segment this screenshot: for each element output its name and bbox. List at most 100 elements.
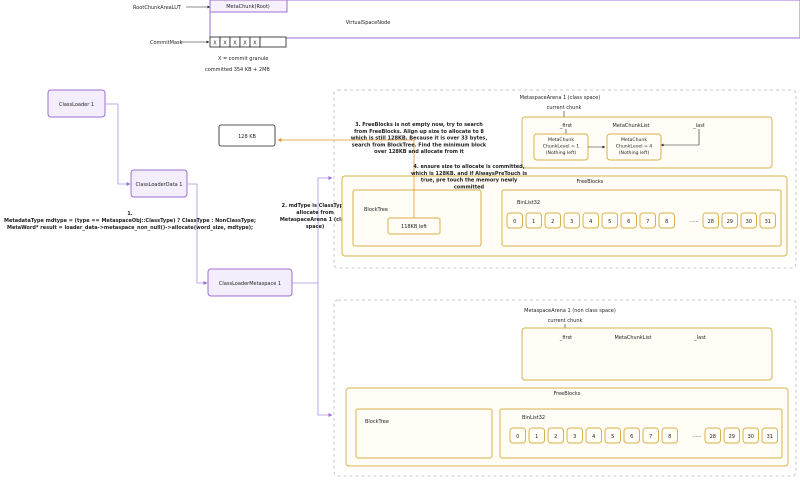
commit-granule-mark: X [243,41,247,47]
last-label: _last [692,123,705,129]
metaspace-to-class-arena-arrow [292,176,333,284]
block-tree-label: BlockTree [364,207,388,213]
arena-nonclass-current-chunk: current chunk [548,318,583,324]
bin-index: 7 [646,219,649,225]
arena-class-title: MetaspaceArena 1 (class space) [520,95,601,101]
bin-index: 31 [767,434,773,440]
bin-index: 3 [573,434,576,440]
bin-index: 0 [516,434,519,440]
virtual-space-section: RootChunkAreaLUT MetaChunk(Root) Virtual… [133,0,800,73]
nonclass-last-label: _last [693,335,706,341]
bin-cell [604,427,621,444]
bin-cell [721,212,738,229]
bin-cell [742,427,759,444]
nonclass-block-tree-label: BlockTree [365,419,389,425]
step3-line: over 128KB and allocate from it [374,149,464,155]
metachunk-level1-line: (Nothing left) [546,150,577,156]
bin-cell [620,212,637,229]
nonclass-metachunk-list-label: MetaChunkList [614,335,651,341]
nonclass-bin-list-box [499,408,783,459]
commit-granule-mark: X [223,41,227,47]
bin-list-label: BinList32 [517,200,540,206]
class-loader-metaspace-label: ClassLoaderMetaspace 1 [219,281,281,287]
bin-index: 0 [513,219,516,225]
commit-empty-cell [259,36,287,48]
bin-index: 8 [668,434,671,440]
bin-index: 28 [710,434,716,440]
bin-index: 30 [748,434,754,440]
loader-to-data-arrow [105,103,131,186]
arena-class-space: MetaspaceArena 1 (class space) current c… [218,89,797,269]
metachunk-level4-box [606,133,662,161]
metachunk-level4-line: MetaChunk [621,137,647,143]
bin-index: 30 [746,219,752,225]
bin-index: 31 [765,219,771,225]
nonclass-bin-list-label: BinList32 [522,415,545,421]
arena-nonclass-title: MetaspaceArena 1 (non class space) [524,308,616,314]
nonclass-first-label: _first [559,335,572,341]
committed-text: committed 354 KB + 2MB [205,67,270,73]
data-to-metaspace-arrow [187,183,208,285]
step3-line: which is still 128KB. Because it is over… [351,136,488,142]
step1-line: MetaWord* result = loader_data->metaspac… [7,225,253,231]
bin-index: 2 [551,219,554,225]
step1-line: 1. [127,211,132,217]
step2-line: allocate from [296,210,333,216]
metachunk-list-label: MetaChunkList [612,123,649,129]
bin-index: 4 [592,434,595,440]
bin-cell [704,427,721,444]
nonclass-block-tree-box [355,408,493,459]
step4-line: true, pre touch the memory newly [421,178,518,184]
bin-cell [661,427,678,444]
step2-line: MetaspaceArena 1 (class [280,217,350,223]
root-chunk-lut-label: RootChunkAreaLUT [133,5,182,11]
bin-cell [658,212,675,229]
class-loader-label: ClassLoader 1 [59,102,94,108]
allocate-result-arrow [277,138,415,218]
metaspace-to-nonclass-arena-arrow [317,283,333,417]
bin-cell [623,427,640,444]
bin-index: 1 [535,434,538,440]
metachunk-level1-line: MetaChunk [548,137,574,143]
bin-cell [566,427,583,444]
result-128kb-label: 128 KB [238,134,256,140]
last-pointer-arrow [660,129,700,147]
bin-cell [740,212,757,229]
bin-index: 5 [608,219,611,225]
arena-class-current-chunk: current chunk [547,105,582,111]
step2-line: 2. mdType is ClassType, [282,203,349,209]
bin-cell [582,212,599,229]
bin-cell [509,427,526,444]
step3-line: from FreeBlocks. Align up size to alloca… [354,129,484,135]
result-128kb-box [218,124,276,147]
free-blocks-label: FreeBlocks [577,179,604,185]
arena-nonclass-frame [333,299,797,477]
metachunk-level1-line: ChunkLevel = 1 [543,144,579,150]
bin-cell [639,212,656,229]
bin-cell [544,212,561,229]
class-loader-metaspace-box[interactable] [207,268,293,297]
step4-line: 4. ensure size to allocate is committed, [413,164,524,170]
bin-cell [547,427,564,444]
step4-line: committed [454,184,485,190]
bin-cell [506,212,523,229]
bin-index: 7 [649,434,652,440]
bin-index: 2 [554,434,557,440]
bin-index: 4 [589,219,592,225]
class-loader-data-box[interactable] [130,169,188,198]
bin-index: 29 [727,219,733,225]
commit-granule-mark: X [253,41,257,47]
step2-line: space) [306,224,325,230]
class-loader-box[interactable] [47,89,106,118]
bin-index: 29 [729,434,735,440]
step4-line: which is 128KB. and if AlwaysPreTouch is [411,171,527,177]
bin-cell [525,212,542,229]
step2-annotation: 2. mdType is ClassType,allocate fromMeta… [280,203,350,230]
metachunk-level4-line: (Nothing left) [619,150,650,156]
